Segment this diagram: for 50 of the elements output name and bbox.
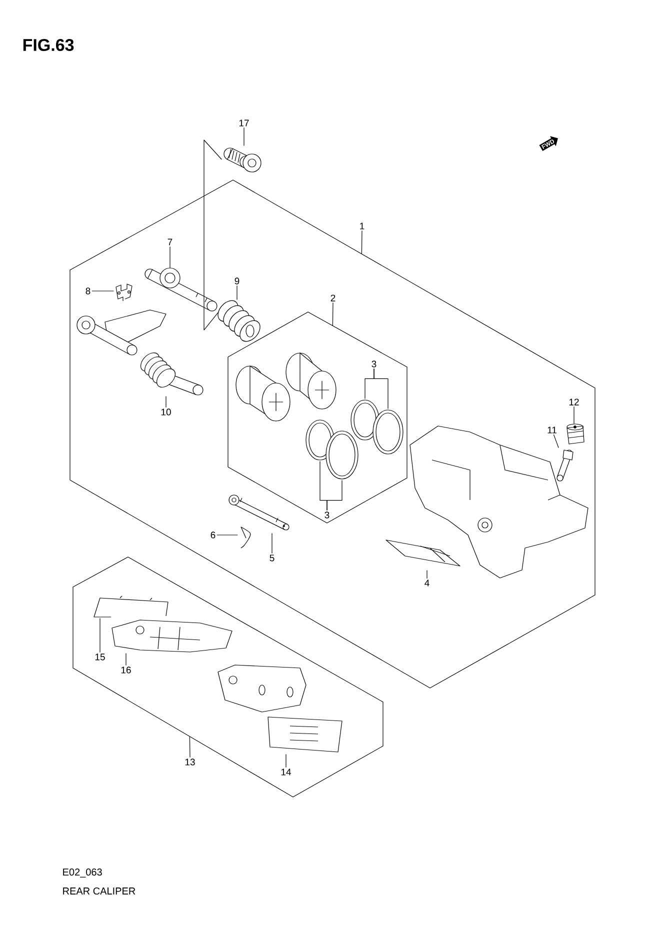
callout-number: 12: [569, 398, 579, 406]
clip-drawing: [240, 526, 251, 548]
leader-line: [361, 230, 362, 254]
group-outline: [228, 312, 408, 524]
callout-number: 3: [372, 360, 376, 368]
callout-number: 8: [86, 288, 90, 294]
leader-line: [189, 736, 190, 758]
leader-line: [553, 434, 559, 448]
callout-number: 14: [281, 768, 291, 776]
boot-drawing: [218, 300, 260, 342]
group-outline: [72, 556, 384, 798]
leader-line: [326, 480, 342, 511]
leader-line: [216, 534, 238, 536]
shim-drawing: [268, 716, 342, 752]
callout-number: 10: [161, 408, 171, 416]
leader-line: [236, 285, 238, 300]
bleeder-drawing: [556, 450, 574, 482]
boot-pin-drawing: [140, 352, 204, 396]
figure-caption: REAR CALIPER: [63, 887, 136, 895]
clip-drawing: [116, 284, 132, 302]
shim-drawing: [386, 540, 460, 566]
leader-line: [92, 290, 114, 292]
leader-line: [332, 302, 334, 326]
figure-code: E02_063: [63, 868, 102, 878]
callout-number: 15: [95, 654, 105, 660]
callout-number: 11: [548, 426, 556, 434]
shim-drawing: [94, 596, 168, 618]
bolt-drawing: [224, 148, 262, 172]
callout-number: 1: [360, 222, 364, 230]
callout-number: 4: [424, 580, 430, 586]
cap-drawing: [566, 424, 584, 444]
callout-number: 2: [330, 294, 336, 302]
callout-number: 3: [324, 512, 330, 518]
callout-number: 6: [210, 532, 216, 538]
pin-drawing: [228, 494, 290, 530]
leader-line: [374, 368, 388, 409]
figure-title: FIG.63: [23, 38, 74, 52]
callout-number: 9: [234, 278, 240, 284]
callout-number: 16: [121, 666, 131, 674]
callout-number: 17: [239, 120, 249, 126]
callout-number: 13: [185, 758, 195, 766]
seal-drawing: [372, 410, 404, 454]
pad-drawing: [112, 620, 232, 652]
seal-drawing: [326, 430, 358, 480]
group-outline: [70, 180, 596, 688]
leader-line: [204, 140, 222, 330]
slide-pin-drawing: [144, 268, 218, 312]
leader-line: [426, 570, 428, 579]
callout-number: 5: [270, 554, 274, 562]
callout-number: 7: [168, 238, 172, 246]
